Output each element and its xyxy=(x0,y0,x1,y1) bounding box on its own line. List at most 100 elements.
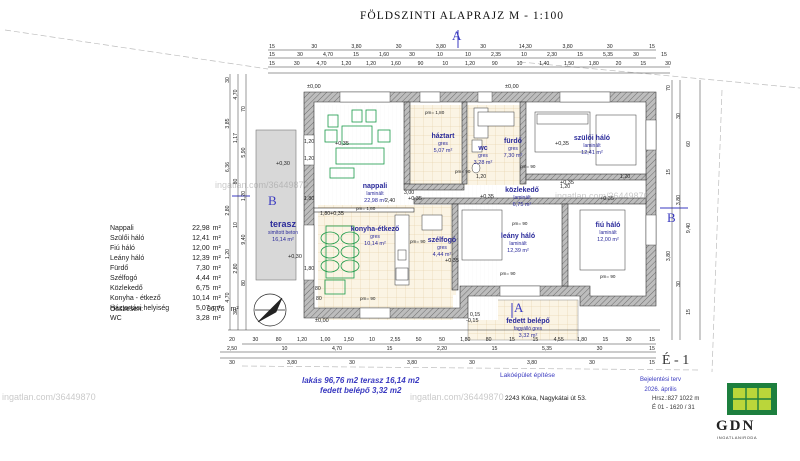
dimension-label: 4,70 xyxy=(316,61,326,67)
north-arrow-icon xyxy=(253,293,287,327)
interior-dimension: 1,20 xyxy=(560,184,570,190)
dimension-label: 3,80 xyxy=(351,44,361,50)
dimension-label: 1,20 xyxy=(225,249,231,259)
dimension-label: 80 xyxy=(241,280,247,286)
area-row-unit: m² xyxy=(212,295,221,302)
interior-dimension: 1,20 xyxy=(620,174,630,180)
dimension-label: 20 xyxy=(616,61,622,67)
furniture xyxy=(320,109,391,295)
dimension-label: 9,40 xyxy=(241,234,247,244)
dimension-label: 50 xyxy=(416,337,422,343)
dimension-label: 10 xyxy=(465,52,471,58)
door-label: pm= 90 xyxy=(500,271,516,276)
dimension-label: 80 xyxy=(233,179,239,185)
dimension-label: 1,80 xyxy=(589,61,599,67)
dimension-label: 90 xyxy=(418,61,424,67)
room-name: wc xyxy=(477,145,487,152)
dimension-label: 2,55 xyxy=(390,337,400,343)
dimension-label: 1,40 xyxy=(539,61,549,67)
door-label: pm= 90 xyxy=(520,164,536,169)
room-name: terasz xyxy=(270,219,297,229)
dimension-label: 4,55 xyxy=(554,337,564,343)
section-lines xyxy=(232,30,688,318)
dimension-label: 30 xyxy=(480,44,486,50)
dimension-label: 2,80 xyxy=(233,263,239,273)
dimension-label: 5,90 xyxy=(241,147,247,157)
logo-subtitle: INGATLANIRODA xyxy=(717,435,758,440)
sheet-code: É - 1 xyxy=(662,353,690,368)
level-marker: +0,35 xyxy=(555,141,569,147)
room-name: fürdő xyxy=(504,138,522,145)
dimension-label: 1,00 xyxy=(320,337,330,343)
dimension-label: 14,30 xyxy=(519,44,532,50)
door-label: pm= 90 xyxy=(360,296,376,301)
dimension-label: 1,20 xyxy=(241,191,247,201)
room-material: gres xyxy=(478,153,488,159)
level-marker: +0,35 xyxy=(408,196,422,202)
room-area: 12,39 m² xyxy=(507,248,529,254)
dimension-label: 50 xyxy=(439,337,445,343)
room-area: 3,28 m² xyxy=(474,160,493,166)
door-label: pm= 90 xyxy=(410,239,426,244)
area-total: Összesen: 96,76 m² xyxy=(110,306,239,313)
dimension-label: 15 xyxy=(532,337,538,343)
dimension-label: 4,70 xyxy=(225,292,231,302)
interior-dimension: 1,20 xyxy=(304,156,314,162)
room-area: 7,30 m² xyxy=(504,153,523,159)
dimension-label: 10 xyxy=(369,337,375,343)
room-material: gres xyxy=(438,141,448,147)
area-row-unit: m² xyxy=(212,235,221,242)
dimension-label: 3,80 xyxy=(527,360,537,366)
dimension-label: 1,20 xyxy=(341,61,351,67)
level-marker: +0,30 xyxy=(276,161,290,167)
room-material: simított beton xyxy=(268,230,298,236)
area-row-label: Szülői háló xyxy=(110,235,145,242)
section-mark: B xyxy=(667,210,676,225)
area-row-label: Fiú háló xyxy=(110,245,135,252)
section-mark: B xyxy=(268,193,277,208)
dimension-label: 4,70 xyxy=(233,89,239,99)
dimension-label: 1,50 xyxy=(344,337,354,343)
area-row-label: Nappali xyxy=(110,225,134,232)
door-label: pm= 90 xyxy=(512,221,528,226)
logo-name: GDN xyxy=(716,418,756,434)
area-total-label: Összesen: xyxy=(110,306,144,313)
area-row-unit: m² xyxy=(212,255,221,262)
drawing-title: FÖLDSZINTI ALAPRAJZ M - 1:100 xyxy=(360,10,565,22)
dimension-label: 1,60 xyxy=(391,61,401,67)
section-mark: A xyxy=(514,300,524,315)
room-material: laminált xyxy=(513,195,531,201)
dimension-label: 1,20 xyxy=(366,61,376,67)
dimension-label: 30 xyxy=(349,360,355,366)
area-row-value: 10,14 xyxy=(192,295,210,302)
room-area: 16,14 m² xyxy=(272,237,294,243)
dimension-label: 90 xyxy=(492,61,498,67)
dimension-label: 30 xyxy=(597,346,603,352)
level-marker: +0,35 xyxy=(480,194,494,200)
bathroom-fixtures xyxy=(421,107,637,271)
watermark-text: ingatlan.com/36449870 xyxy=(555,191,649,201)
dimension-label: 15 xyxy=(387,346,393,352)
watermark-text: ingatlan.com/36449870 xyxy=(215,180,309,190)
room-area: 6,75 m² xyxy=(513,202,532,208)
level-marker: ±0,00 xyxy=(307,84,321,90)
dimension-label: 2,50 xyxy=(227,346,237,352)
dimension-label: 2,35 xyxy=(491,52,501,58)
room-material: gres xyxy=(437,245,447,251)
area-row-value: 6,75 xyxy=(196,285,210,292)
interior-dimension: 0,15 xyxy=(470,312,480,318)
dimension-label: 3,80 xyxy=(676,195,682,205)
dimension-label: 30 xyxy=(311,44,317,50)
dimension-label: 70 xyxy=(241,106,247,112)
walls xyxy=(303,91,657,319)
interior-dimension: 1,80 xyxy=(304,196,314,202)
dimension-label: 5,35 xyxy=(542,346,552,352)
dimension-label: 30 xyxy=(633,52,639,58)
